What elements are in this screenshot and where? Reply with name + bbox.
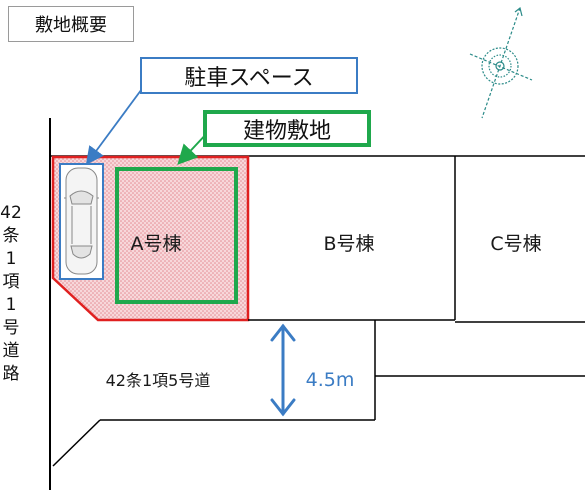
bottom-road-label: 42条1項5号道: [106, 371, 211, 390]
building-callout: 建物敷地: [203, 110, 371, 147]
lot-b-label: B号棟: [323, 233, 374, 255]
parking-callout: 駐車スペース: [140, 57, 358, 94]
compass-rose-icon: [469, 6, 533, 119]
page-title: 敷地概要: [8, 6, 134, 42]
road-width-label: 4.5m: [306, 369, 355, 391]
road-width-arrow: [270, 323, 296, 417]
lot-a-label: A号棟: [131, 233, 182, 255]
parking-callout-arrow: [85, 77, 151, 165]
car-icon: [64, 167, 99, 275]
lot-c-label: C号棟: [490, 233, 541, 255]
road-corner-cut: [52, 419, 101, 467]
left-road-label: 42 条 1 項 1 号 道 路: [0, 203, 22, 384]
building-site: [115, 167, 238, 304]
